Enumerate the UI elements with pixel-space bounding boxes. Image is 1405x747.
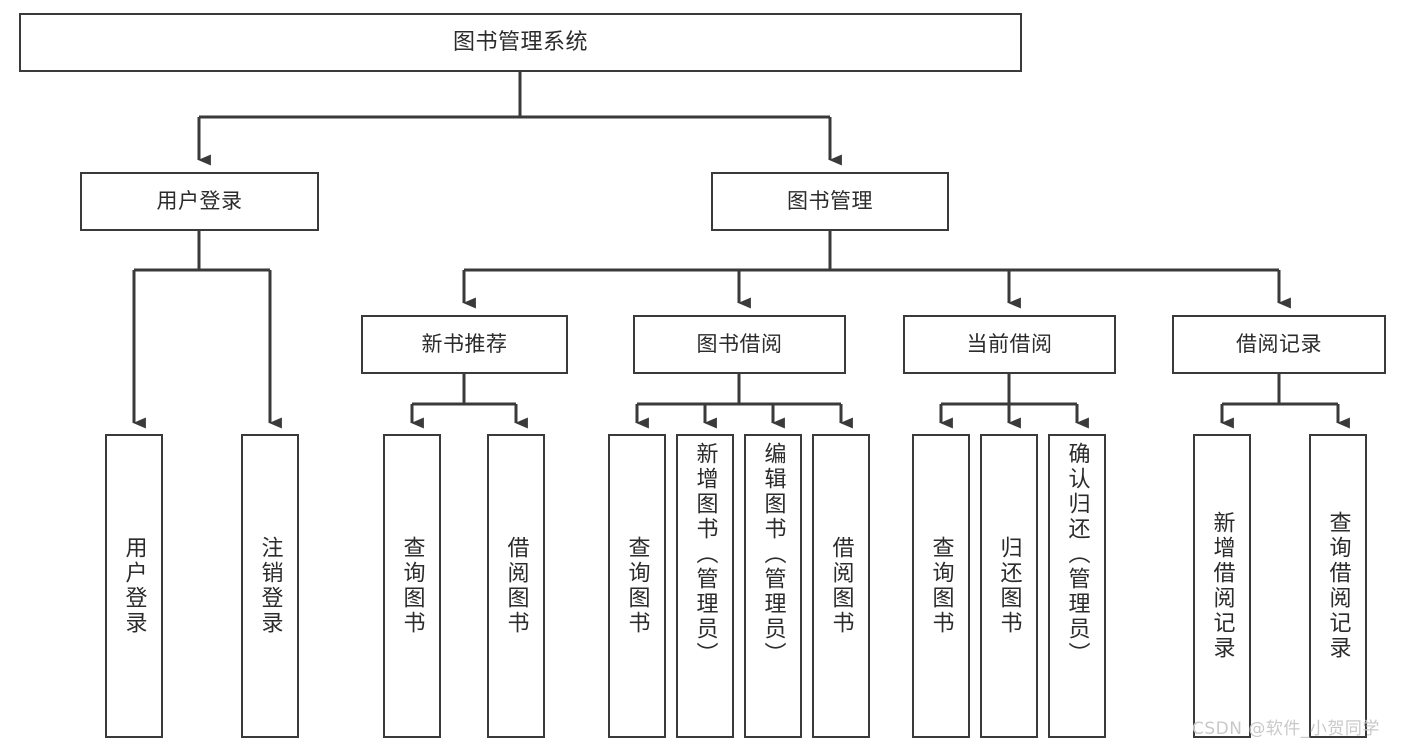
node-new-book-recommendation[interactable]: 新书推荐	[361, 315, 568, 374]
node-label: 确认归还（管理员）	[1064, 442, 1090, 667]
leaf-new-book-query-books[interactable]: 查询图书	[383, 434, 441, 738]
leaf-borrow-query-books[interactable]: 查询图书	[608, 434, 666, 738]
node-label: 查询图书	[624, 536, 650, 636]
node-label: 注销登录	[257, 536, 283, 636]
node-label: 查询借阅记录	[1325, 511, 1351, 661]
node-label: 借阅图书	[503, 536, 529, 636]
node-book-management[interactable]: 图书管理	[711, 172, 949, 231]
node-root-book-management-system[interactable]: 图书管理系统	[19, 13, 1022, 72]
node-label: 编辑图书（管理员）	[760, 442, 786, 667]
leaf-current-return-books[interactable]: 归还图书	[980, 434, 1038, 738]
node-label: 新书推荐	[421, 332, 508, 357]
node-book-borrow[interactable]: 图书借阅	[633, 315, 846, 374]
leaf-record-add-borrow-record[interactable]: 新增借阅记录	[1193, 434, 1251, 738]
node-label: 用户登录	[156, 189, 243, 214]
leaf-record-query-borrow-record[interactable]: 查询借阅记录	[1309, 434, 1367, 738]
node-label: 查询图书	[399, 536, 425, 636]
leaf-current-confirm-return-admin[interactable]: 确认归还（管理员）	[1048, 434, 1106, 738]
leaf-current-query-books[interactable]: 查询图书	[912, 434, 970, 738]
node-label: 用户登录	[121, 536, 147, 636]
node-current-borrow[interactable]: 当前借阅	[903, 315, 1116, 374]
node-label: 借阅记录	[1236, 332, 1322, 357]
node-label: 当前借阅	[966, 332, 1053, 357]
leaf-borrow-edit-book-admin[interactable]: 编辑图书（管理员）	[744, 434, 802, 738]
node-label: 新增图书（管理员）	[692, 442, 718, 667]
node-label: 归还图书	[996, 536, 1022, 636]
node-label: 借阅图书	[828, 536, 854, 636]
leaf-borrow-add-book-admin[interactable]: 新增图书（管理员）	[676, 434, 734, 738]
node-label: 查询图书	[928, 536, 954, 636]
node-borrow-record[interactable]: 借阅记录	[1172, 315, 1386, 374]
node-label: 新增借阅记录	[1209, 511, 1235, 661]
node-user-login[interactable]: 用户登录	[80, 172, 319, 231]
node-label: 图书借阅	[696, 332, 783, 357]
csdn-watermark: CSDN @软件_小贺同学	[1192, 719, 1380, 739]
leaf-new-book-borrow-books[interactable]: 借阅图书	[487, 434, 545, 738]
leaf-user-login-login[interactable]: 用户登录	[105, 434, 163, 738]
node-label: 图书管理系统	[452, 29, 588, 55]
leaf-borrow-borrow-books[interactable]: 借阅图书	[812, 434, 870, 738]
leaf-user-login-logout[interactable]: 注销登录	[241, 434, 299, 738]
node-label: 图书管理	[787, 189, 873, 214]
